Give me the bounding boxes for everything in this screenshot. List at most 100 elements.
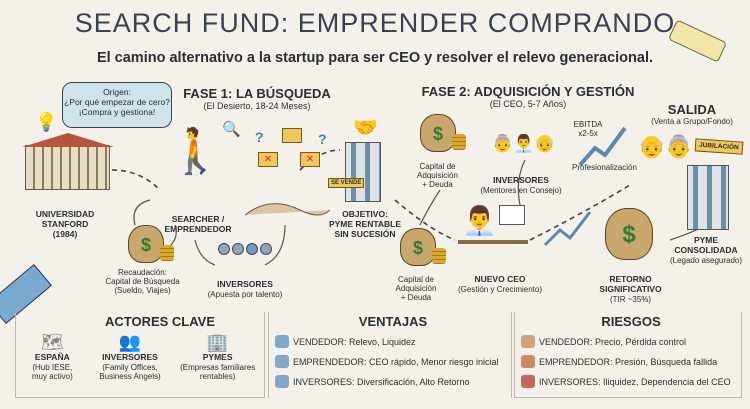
risk-item: EMPRENDEDOR: Presión, Búsqueda fallida	[521, 355, 741, 368]
ebitda-label: EBITDA x2-5x	[568, 120, 608, 138]
thumbs-down-icon	[521, 335, 535, 348]
actor-spain: 🗺 ESPAÑA (Hub IESE, muy activo)	[17, 332, 87, 381]
retired-couple-icon: 👴👵	[638, 134, 693, 159]
advantage-text: INVERSORES: Diversificación, Alto Retorn…	[293, 376, 470, 387]
mentors-label: INVERSORES (Mentores en Consejo)	[476, 175, 566, 195]
actor-desc-2: rentables)	[199, 371, 236, 381]
exit-header: SALIDA (Venta a Grupo/Fondo)	[642, 102, 742, 126]
office-building-icon: 🏢	[206, 332, 229, 352]
ceo-at-desk-icon: 👨‍💼	[462, 205, 497, 236]
thumbs-down-icon	[521, 375, 535, 388]
investors-crowd-icon	[218, 243, 272, 255]
capital-bottom-label: Capital de Adquisición + Deuda	[385, 275, 447, 303]
origin-answer: ¡Compra y gestiona!	[78, 107, 156, 118]
rejected-folder-icon-2: ✕	[300, 152, 320, 167]
capital-top-label: Capital de Adquisición + Deuda	[405, 162, 470, 190]
thumbs-up-icon	[275, 355, 289, 368]
for-sale-sign: SE VENDE	[328, 178, 365, 188]
money-bag-icon-3: $	[400, 228, 436, 266]
university-label: UNIVERSIDAD STANFORD (1984)	[25, 209, 105, 239]
coins-icon	[160, 245, 174, 261]
capital-top-l2: Adquisición	[417, 171, 458, 181]
actor-desc: (Hub IESE,	[32, 362, 73, 372]
sme-subtitle: (Legado asegurado)	[669, 255, 743, 265]
target-label: OBJETIVO: PYME RENTABLE SIN SUCESIÓN	[325, 209, 405, 239]
target-title: OBJETIVO:	[342, 209, 388, 219]
phase1-subtitle: (El Desierto, 18-24 Meses)	[203, 101, 311, 111]
return-irr: (TIR ~35%)	[609, 294, 652, 304]
ceo-title: NUEVO CEO	[474, 274, 526, 284]
sme-title: PYME	[693, 235, 719, 245]
sme-title-2: CONSOLIDADA	[674, 244, 738, 255]
return-title-2: SIGNIFICATIVO	[599, 283, 662, 294]
target-desc: PYME RENTABLE	[328, 218, 402, 229]
phase2-header: FASE 2: ADQUISICIÓN Y GESTIÓN (El CEO, 5…	[408, 84, 648, 109]
question-mark-icon: ?	[255, 129, 264, 145]
searcher-label: SEARCHER / EMPRENDEDOR	[158, 214, 238, 235]
fundraise-title: Recaudación:	[118, 268, 167, 277]
risk-item: VENDEDOR: Precio, Pérdida control	[521, 335, 741, 348]
capital-bottom-l1: Capital de	[397, 275, 435, 284]
handshake-icon: 🤝	[353, 117, 378, 139]
phase2-subtitle: (El CEO, 5-7 Años)	[489, 99, 567, 109]
thumbs-down-icon	[521, 355, 535, 368]
large-money-bag-icon: $	[605, 208, 653, 260]
return-label: RETORNO SIGNIFICATIVO (TIR ~35%)	[593, 274, 668, 304]
risk-text: VENDEDOR: Precio, Pérdida control	[539, 336, 687, 347]
consolidated-company-building-icon	[687, 165, 729, 230]
advantages-title: VENTAJAS	[358, 314, 428, 329]
fundraise-label: Recaudación: Capital de Búsqueda (Sueldo…	[95, 268, 190, 296]
fundraise-detail: (Sueldo, Viajes)	[114, 286, 171, 296]
university-name: UNIVERSIDAD	[35, 209, 95, 219]
magnifier-icon: 🔍	[222, 121, 241, 138]
actor-desc-2: Business Angels)	[99, 371, 161, 381]
page-title: SEARCH FUND: EMPRENDER COMPRANDO	[74, 8, 676, 38]
exit-subtitle: (Venta a Grupo/Fondo)	[651, 117, 733, 126]
ebitda-multiplier: x2-5x	[578, 129, 598, 139]
advantage-item: INVERSORES: Diversificación, Alto Retorn…	[275, 375, 511, 388]
risk-item: INVERSORES: Iliquidez, Dependencia del C…	[521, 375, 741, 388]
exit-title: SALIDA	[667, 102, 717, 117]
actor-smes: 🏢 PYMES (Empresas familiares rentables)	[173, 332, 263, 381]
origin-label: Origen:	[103, 87, 131, 97]
phase1-title: FASE 1: LA BÚSQUEDA	[183, 86, 331, 101]
investors-phase1-title: INVERSORES	[217, 279, 273, 289]
thumbs-up-icon	[275, 335, 289, 348]
sme-label: PYME CONSOLIDADA (Legado asegurado)	[665, 235, 747, 265]
folder-icon	[282, 128, 302, 143]
growth-chart-icon	[499, 205, 525, 225]
thumbs-up-icon	[275, 375, 289, 388]
money-bag-icon-2: $	[420, 114, 456, 152]
mentors-group-icon: 👵👨‍💼👴	[492, 134, 556, 153]
university-building-icon	[25, 145, 110, 190]
capital-top-l3: + Deuda	[422, 180, 453, 190]
mentors-subtitle: (Mentores en Consejo)	[480, 185, 562, 195]
rejected-folder-icon: ✕	[258, 152, 278, 167]
searcher-hiker-icon: 🚶	[168, 127, 223, 176]
ebitda-title: EBITDA	[573, 120, 603, 129]
actor-investors: 👥 INVERSORES (Family Offices, Business A…	[90, 332, 170, 381]
actor-name: INVERSORES	[102, 351, 158, 362]
question-mark-icon-2: ?	[318, 131, 327, 147]
capital-bottom-l2: Adquisición	[395, 284, 437, 294]
key-actors-title: ACTORES CLAVE	[104, 314, 216, 329]
key-actors-panel: ACTORES CLAVE 🗺 ESPAÑA (Hub IESE, muy ac…	[15, 312, 265, 398]
searcher-subtitle: EMPRENDEDOR	[164, 223, 232, 234]
investors-phase1-label: INVERSORES (Apuesta por talento)	[200, 279, 290, 299]
risk-text: EMPRENDEDOR: Presión, Búsqueda fallida	[539, 356, 718, 367]
desk-icon	[458, 240, 528, 244]
advantage-text: EMPRENDEDOR: CEO rápido, Menor riesgo in…	[293, 356, 499, 367]
origin-question: ¿Por qué empezar de cero?	[64, 97, 170, 108]
spain-map-icon: 🗺	[40, 332, 64, 352]
advantage-item: EMPRENDEDOR: CEO rápido, Menor riesgo in…	[275, 355, 511, 368]
advantages-panel: VENTAJAS VENDEDOR: Relevo, Liquidez EMPR…	[268, 312, 512, 398]
actor-name: ESPAÑA	[34, 351, 70, 362]
university-roof-icon	[22, 133, 114, 147]
mentors-title: INVERSORES	[493, 175, 549, 185]
ceo-subtitle: (Gestión y Crecimiento)	[457, 284, 543, 294]
professionalization-label: Profesionalización	[572, 163, 637, 172]
coins-icon-3	[432, 248, 446, 264]
risks-title: RIESGOS	[601, 314, 661, 329]
actor-desc-2: muy activo)	[31, 371, 73, 381]
